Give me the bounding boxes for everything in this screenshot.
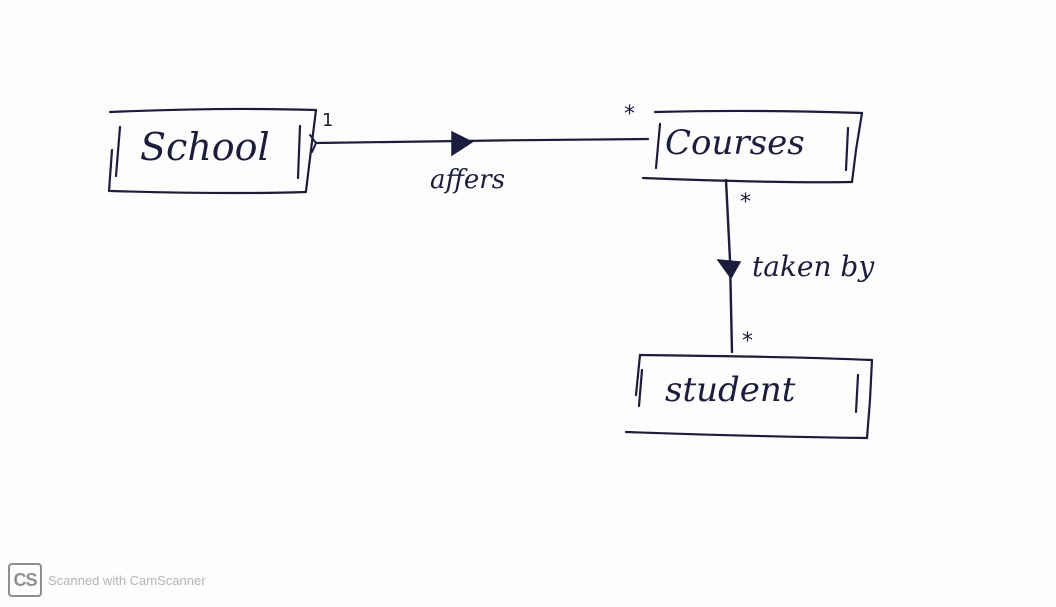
student-entity-label: student xyxy=(665,370,796,410)
camscanner-watermark: CS Scanned with CamScanner xyxy=(8,563,206,597)
taken-by-direction-arrow-icon xyxy=(716,259,742,280)
offers-relationship-label: affers xyxy=(430,165,506,195)
watermark-text: Scanned with CamScanner xyxy=(48,572,206,588)
school-box xyxy=(107,107,318,195)
student-multiplicity: * xyxy=(742,329,753,354)
courses-box xyxy=(641,109,864,184)
student-box xyxy=(624,353,874,440)
taken-by-relationship-label: taken by xyxy=(752,250,875,283)
courses-offers-multiplicity: * xyxy=(624,102,635,127)
offers-association-line xyxy=(309,134,650,153)
camscanner-logo-icon: CS xyxy=(8,563,42,597)
school-multiplicity: 1 xyxy=(322,110,334,131)
offers-direction-arrow-icon xyxy=(451,130,474,157)
school-entity-label: School xyxy=(140,125,270,169)
courses-entity-label: Courses xyxy=(665,123,805,163)
courses-taken-by-multiplicity: * xyxy=(740,190,751,215)
taken-by-association-line xyxy=(724,178,734,354)
